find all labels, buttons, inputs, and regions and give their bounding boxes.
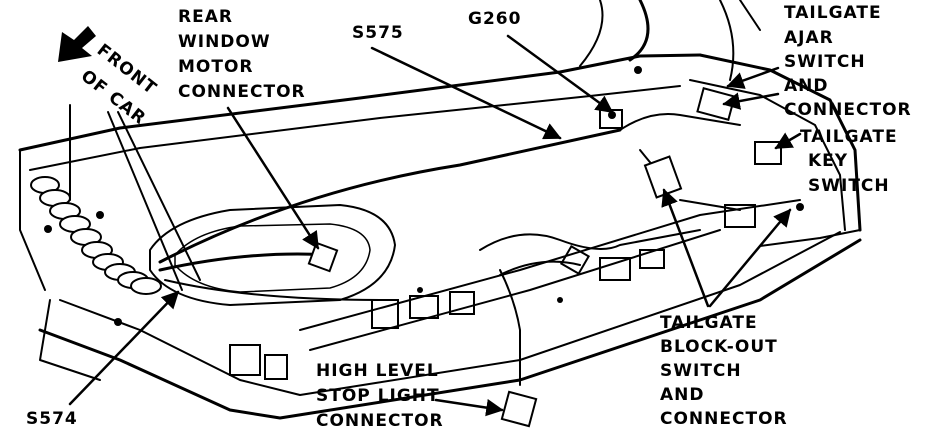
leader-arrow xyxy=(708,208,792,308)
leader-arrow xyxy=(722,92,780,110)
leader-arrow xyxy=(506,34,614,114)
callout-rear-window-motor-connector: REAR WINDOW MOTOR CONNECTOR xyxy=(178,7,320,250)
label-switch: SWITCH xyxy=(660,361,742,381)
leader-arrow xyxy=(370,46,562,140)
leader-line xyxy=(107,111,183,291)
label-block-out: BLOCK-OUT xyxy=(660,337,778,357)
label-tailgate: TAILGATE xyxy=(784,3,882,23)
label-rear: REAR xyxy=(178,7,233,27)
leader-arrow xyxy=(68,290,180,406)
label-connector: CONNECTOR xyxy=(784,100,912,120)
leader-line xyxy=(117,111,201,281)
callout-high-level-stop-light-connector: HIGH LEVEL STOP LIGHT CONNECTOR xyxy=(316,361,504,431)
label-connector: CONNECTOR xyxy=(178,82,306,102)
callout-s574: S574 xyxy=(26,111,201,429)
label-ajar: AJAR xyxy=(784,28,834,48)
label-tailgate: TAILGATE xyxy=(660,313,758,333)
label-key: KEY xyxy=(808,151,848,171)
leader-arrow xyxy=(434,398,504,417)
label-stop-light: STOP LIGHT xyxy=(316,386,440,406)
callout-tailgate-ajar-switch: TAILGATE AJAR SWITCH AND CONNECTOR xyxy=(722,3,912,120)
label-tailgate: TAILGATE xyxy=(800,127,898,147)
label-connector: CONNECTOR xyxy=(660,409,788,429)
label-and: AND xyxy=(660,385,705,405)
callout-s575: S575 xyxy=(352,23,562,140)
leader-arrow xyxy=(661,188,710,308)
label-high-level: HIGH LEVEL xyxy=(316,361,439,381)
front-direction-arrow-icon xyxy=(58,26,96,62)
callout-g260: G260 xyxy=(468,9,614,114)
leader-arrow xyxy=(226,106,320,250)
leader-arrow xyxy=(774,132,802,150)
label-g260: G260 xyxy=(468,9,521,29)
label-switch: SWITCH xyxy=(784,52,866,72)
label-connector: CONNECTOR xyxy=(316,411,444,431)
label-s574: S574 xyxy=(26,409,78,429)
label-switch: SWITCH xyxy=(808,176,890,196)
label-s575: S575 xyxy=(352,23,404,43)
label-window: WINDOW xyxy=(178,32,271,52)
label-motor: MOTOR xyxy=(178,57,254,77)
label-and: AND xyxy=(784,76,829,96)
callout-tailgate-blockout-switch: TAILGATE BLOCK-OUT SWITCH AND CONNECTOR xyxy=(660,188,792,429)
callout-tailgate-key-switch: TAILGATE KEY SWITCH xyxy=(774,127,898,196)
leader-arrow xyxy=(726,66,780,89)
